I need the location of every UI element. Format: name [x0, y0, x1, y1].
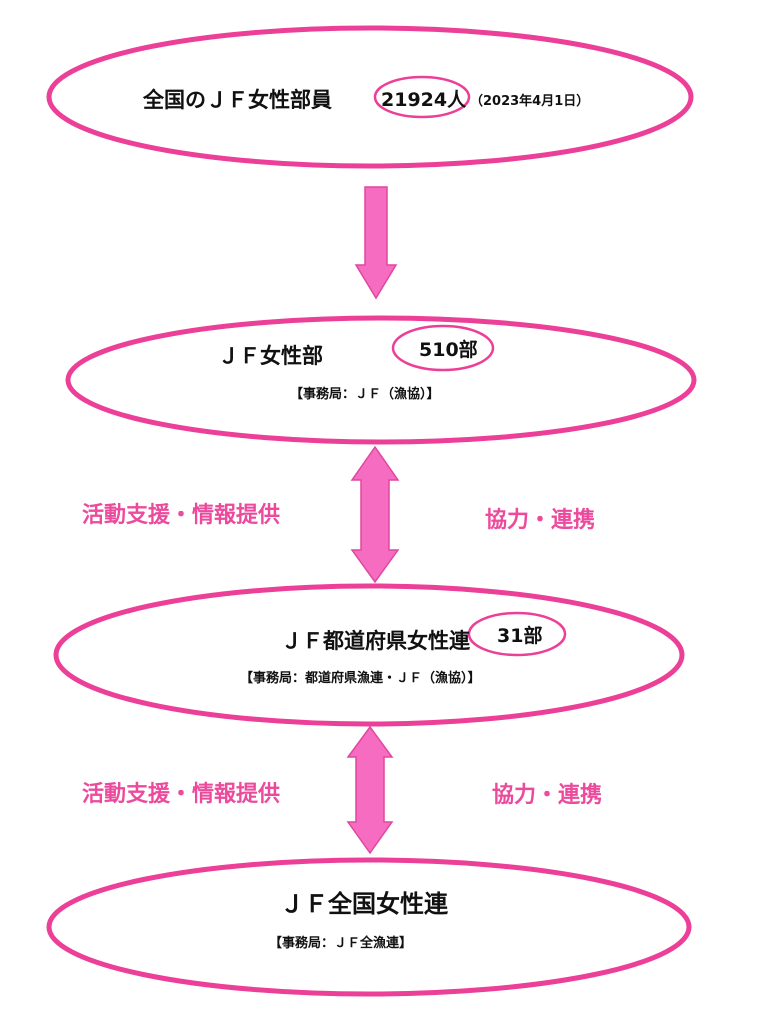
- arrow-down-icon: [354, 186, 398, 300]
- cooperation-label: 協力・連携: [492, 783, 603, 808]
- prefectural-count: 31部: [497, 625, 543, 647]
- jf-section-count: 510部: [419, 339, 478, 361]
- count-badge-sections: [391, 324, 495, 372]
- members-title: 全国のＪＦ女性部員: [143, 88, 332, 112]
- jf-section-secretariat: 【事務局：ＪＦ（漁協）】: [290, 387, 440, 402]
- jf-section-title: ＪＦ女性部: [218, 344, 323, 368]
- double-arrow-icon: [350, 445, 400, 584]
- ellipse-members: [46, 25, 694, 169]
- count-badge-members: [373, 75, 471, 119]
- national-title: ＪＦ全国女性連: [280, 890, 448, 918]
- support-label: 活動支援・情報提供: [82, 503, 281, 528]
- ellipse-prefectural-federation: [53, 583, 685, 727]
- prefectural-secretariat: 【事務局：都道府県漁連・ＪＦ（漁協）】: [240, 671, 481, 686]
- ellipse-national-federation: [46, 857, 692, 997]
- count-badge-federations: [467, 611, 567, 657]
- cooperation-label: 協力・連携: [485, 508, 596, 533]
- support-label: 活動支援・情報提供: [82, 782, 281, 807]
- double-arrow-icon: [346, 725, 394, 855]
- ellipse-jf-womens-section: [65, 315, 697, 445]
- national-secretariat: 【事務局：ＪＦ全漁連】: [269, 936, 413, 951]
- members-count: 21924人: [381, 89, 467, 111]
- prefectural-title: ＪＦ都道府県女性連: [281, 629, 470, 653]
- members-date: （2023年4月1日）: [470, 94, 590, 109]
